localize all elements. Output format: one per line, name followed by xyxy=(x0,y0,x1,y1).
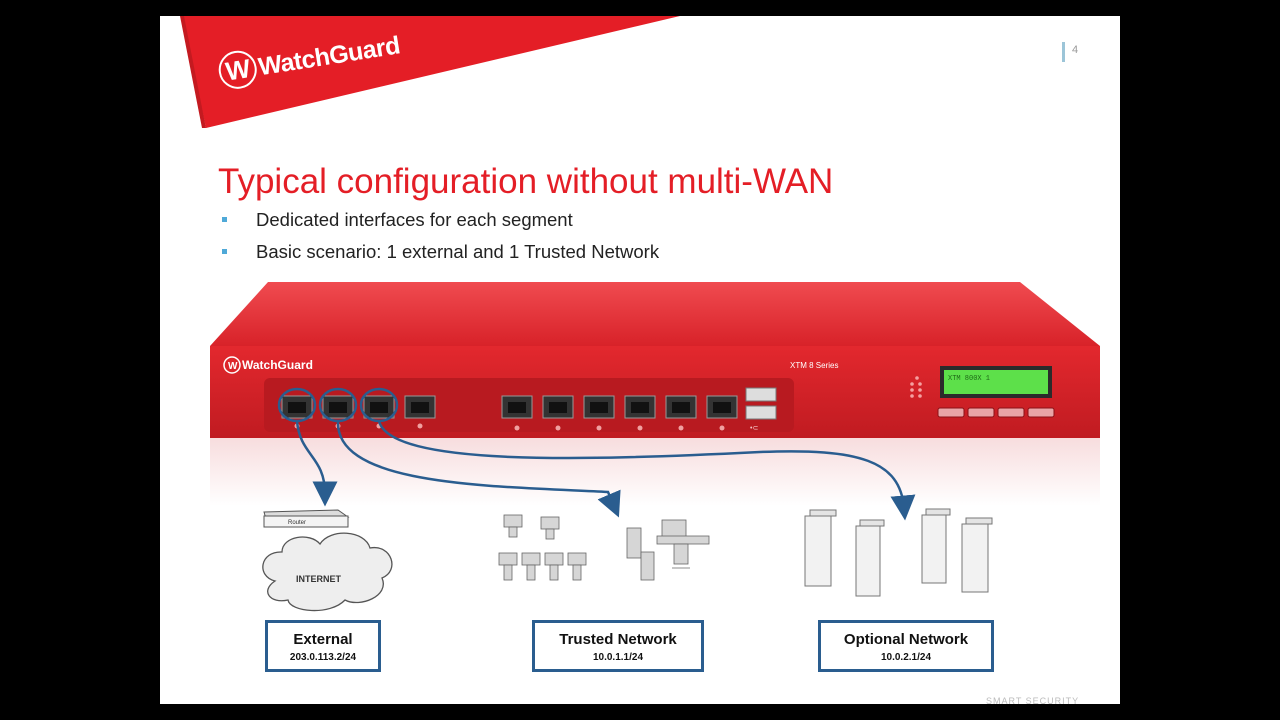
segment-box-trusted: Trusted Network 10.0.1.1/24 xyxy=(532,620,704,672)
device-reflection xyxy=(210,436,1100,506)
bullet-icon xyxy=(222,217,227,222)
trusted-users-icon xyxy=(498,514,710,581)
router-icon: Router xyxy=(263,509,350,528)
status-leds xyxy=(910,376,922,398)
slide-number: 4 xyxy=(1072,44,1079,56)
device-logo-mark-icon xyxy=(223,356,241,374)
optional-link-arrow xyxy=(377,420,916,521)
connection-arrows xyxy=(295,420,916,521)
footer-tagline: SMART SECURITY xyxy=(986,696,1080,704)
bullet-text: Basic scenario: 1 external and 1 Trusted… xyxy=(256,241,660,262)
segment-box-external: External 203.0.113.2/24 xyxy=(265,620,381,672)
segment-ip: 10.0.1.1/24 xyxy=(592,652,644,663)
bullet-text: Dedicated interfaces for each segment xyxy=(256,209,573,230)
port-group-right xyxy=(501,395,738,431)
trusted-link-arrow xyxy=(336,420,621,518)
segment-ip: 10.0.2.1/24 xyxy=(880,652,932,663)
segment-name: Optional Network xyxy=(843,631,969,648)
device-top xyxy=(210,282,1100,346)
lcd-screen xyxy=(944,370,1048,394)
port-group-left xyxy=(281,395,436,429)
slide: W WatchGuard 4 Typical configuration with… xyxy=(160,16,1120,704)
segment-name: Trusted Network xyxy=(559,631,677,648)
slide-number-bar xyxy=(1062,42,1065,62)
header-banner xyxy=(180,16,680,128)
external-link-arrow xyxy=(295,420,338,507)
optional-servers-icon xyxy=(804,508,993,597)
segment-name: External xyxy=(293,631,353,648)
svg-text:W: W xyxy=(228,361,238,372)
internet-cloud-icon: INTERNET xyxy=(262,532,393,612)
network-diagram: W WatchGuard XTM 8 Series xyxy=(210,282,1100,612)
device-brand: WatchGuard xyxy=(242,358,313,372)
slide-title: Typical configuration without multi-WAN xyxy=(218,162,834,201)
firewall-appliance: W WatchGuard XTM 8 Series xyxy=(210,282,1100,438)
usb-ports: •⊂ xyxy=(745,387,777,432)
bullet-icon xyxy=(222,249,227,254)
svg-text:•⊂: •⊂ xyxy=(750,425,758,432)
router-label: Router xyxy=(288,520,306,526)
internet-label: INTERNET xyxy=(296,574,342,584)
lcd-buttons xyxy=(937,407,1055,418)
segment-box-optional: Optional Network 10.0.2.1/24 xyxy=(818,620,994,672)
segment-ip: 203.0.113.2/24 xyxy=(289,652,357,663)
lcd-text: XTM 800X 1 xyxy=(948,375,990,383)
device-model: XTM 8 Series xyxy=(790,361,838,370)
bullet-item: Basic scenario: 1 external and 1 Trusted… xyxy=(218,240,659,272)
bullet-list: Dedicated interfaces for each segment Ba… xyxy=(218,208,659,272)
bullet-item: Dedicated interfaces for each segment xyxy=(218,208,659,240)
